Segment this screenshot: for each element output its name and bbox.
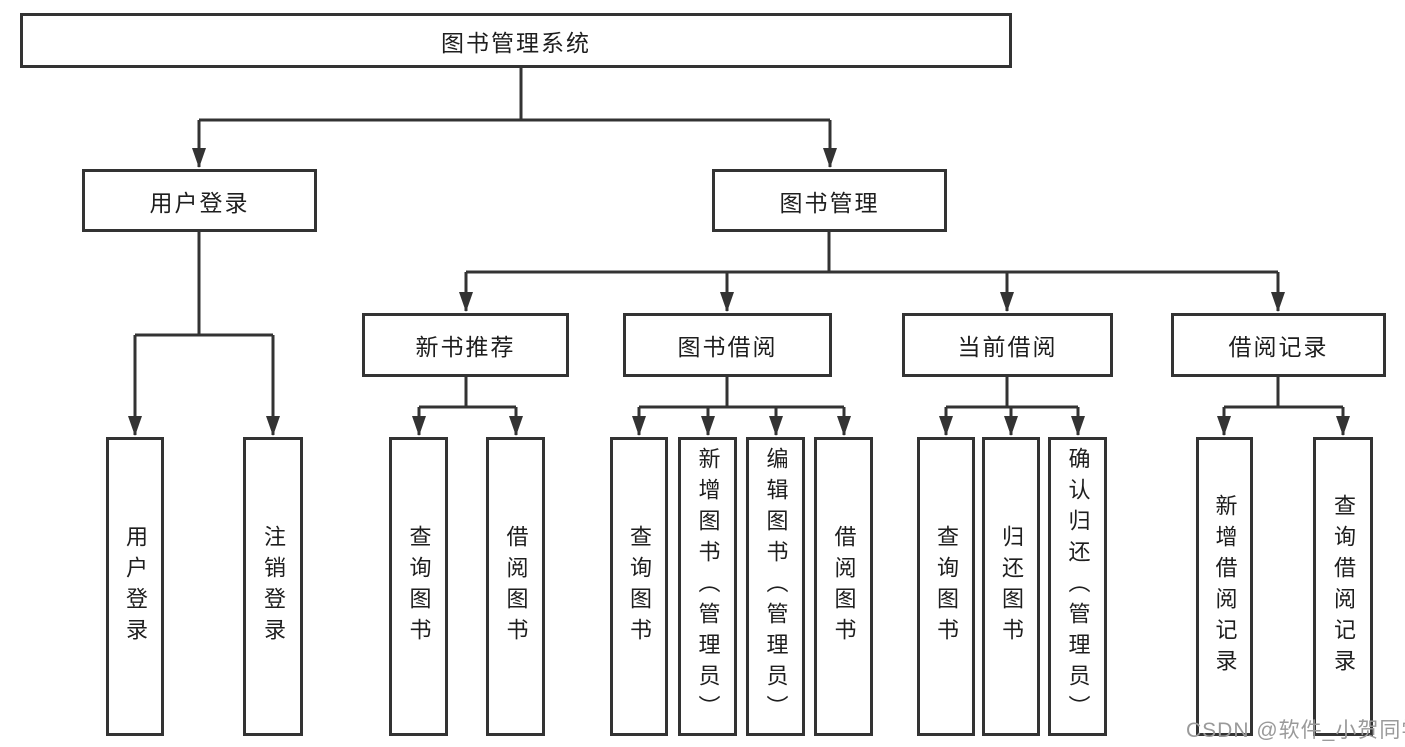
- node-label: 查询借阅记录: [1331, 493, 1356, 680]
- leaf-cb-confirm-return-admin: 确认归还（管理员）: [1048, 437, 1107, 736]
- node-label: 图书管理系统: [441, 29, 591, 56]
- leaf-bb-add-books-admin: 新增图书（管理员）: [678, 437, 737, 736]
- node-label: 新增借阅记录: [1212, 493, 1238, 680]
- leaf-user-login: 用户登录: [106, 437, 164, 736]
- node-label: 用户登录: [149, 189, 250, 216]
- leaf-bb-query-books: 查询图书: [610, 437, 668, 736]
- leaf-nbr-query-books: 查询图书: [389, 437, 448, 736]
- node-label: 查询图书: [627, 524, 652, 649]
- node-borrowing-records: 借阅记录: [1171, 313, 1386, 377]
- leaf-cb-query-books: 查询图书: [917, 437, 975, 736]
- node-label: 当前借阅: [957, 334, 1058, 360]
- leaf-br-add-borrow-record: 新增借阅记录: [1196, 437, 1253, 736]
- node-label: 新增图书（管理员）: [695, 447, 721, 726]
- node-user-login: 用户登录: [82, 169, 317, 232]
- node-label: 查询图书: [934, 524, 959, 649]
- csdn-watermark: CSDN @软件_小贺同学: [1186, 719, 1405, 742]
- node-label: 用户登录: [123, 524, 148, 649]
- node-label: 图书借阅: [677, 334, 778, 360]
- node-current-borrowing: 当前借阅: [902, 313, 1113, 377]
- node-label: 图书管理: [779, 189, 880, 216]
- node-root-library-system: 图书管理系统: [20, 13, 1012, 68]
- leaf-bb-edit-books-admin: 编辑图书（管理员）: [746, 437, 805, 736]
- leaf-br-query-borrow-record: 查询借阅记录: [1313, 437, 1373, 736]
- node-label: 查询图书: [406, 524, 432, 649]
- node-label: 借阅记录: [1228, 334, 1329, 360]
- leaf-cb-return-books: 归还图书: [982, 437, 1040, 736]
- leaf-logout: 注销登录: [243, 437, 303, 736]
- node-label: 新书推荐: [415, 334, 516, 360]
- node-book-borrowing: 图书借阅: [623, 313, 832, 377]
- leaf-bb-borrow-books: 借阅图书: [814, 437, 873, 736]
- node-label: 归还图书: [999, 524, 1024, 649]
- leaf-nbr-borrow-books: 借阅图书: [486, 437, 545, 736]
- node-book-management: 图书管理: [712, 169, 947, 232]
- node-label: 编辑图书（管理员）: [763, 447, 789, 726]
- node-label: 注销登录: [261, 524, 286, 649]
- node-label: 借阅图书: [831, 524, 857, 649]
- node-new-book-recommend: 新书推荐: [362, 313, 569, 377]
- node-label: 确认归还（管理员）: [1065, 447, 1091, 726]
- node-label: 借阅图书: [503, 524, 529, 649]
